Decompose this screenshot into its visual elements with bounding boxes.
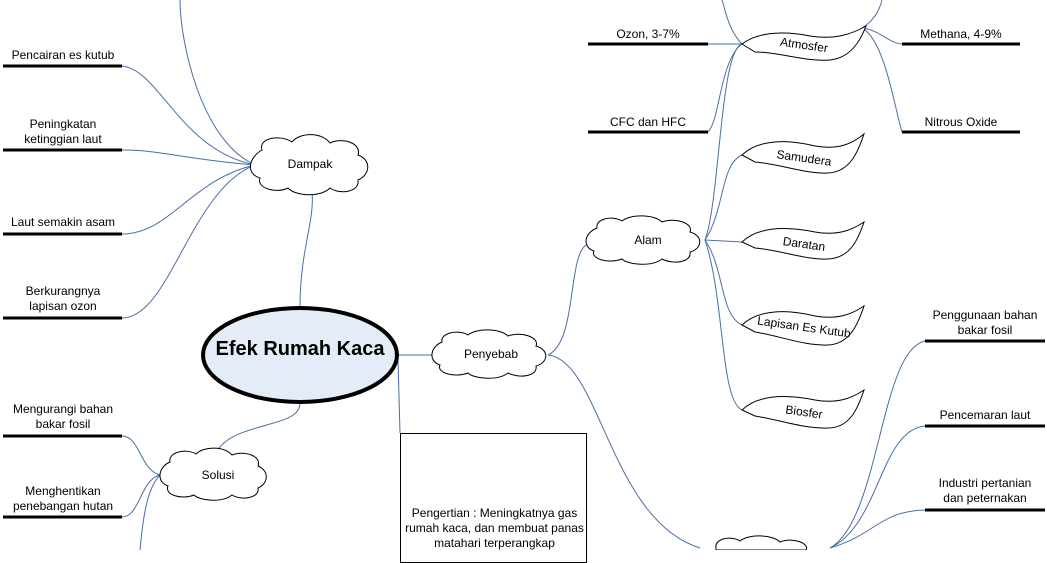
central-topic-ellipse (201, 306, 399, 404)
connector-alam-atmosfer (704, 43, 743, 241)
gas-item-label: Methana, 4-9% (920, 27, 1002, 41)
connector-alam-biosfer (704, 239, 743, 411)
connector-dampak-item-4 (121, 164, 256, 319)
alam-node-label: Alam (634, 233, 662, 247)
manusia-item-label: Pencemaran laut (939, 408, 1031, 422)
connector-penyebab-alam (547, 242, 593, 356)
connector-atmosfer-nitrous (861, 27, 903, 133)
connector-dampak-top (179, 0, 256, 166)
manusia-cloud-shape (715, 535, 808, 550)
dampak-node-label: Dampak (287, 157, 333, 171)
connector-alam-samudera (704, 154, 743, 241)
mind-map: Efek Rumah Kaca Dampak Solusi Penyebab A… (3, 0, 1045, 563)
connector-central-solusi (214, 402, 301, 456)
samudera-wave-shape (741, 132, 866, 174)
gas-item-label: Nitrous Oxide (924, 115, 998, 129)
definition-text: Pengertian : Meningkatnya gas rumah kaca… (405, 506, 584, 550)
penyebab-cloud-shape (431, 329, 547, 379)
biosfer-wave-shape (741, 388, 865, 429)
connector-dampak-item-1 (121, 65, 256, 166)
solusi-cloud-shape (159, 447, 267, 501)
central-topic-label: Efek Rumah Kaca (215, 338, 385, 360)
connector-atmosfer-cfc (707, 43, 743, 133)
connector-solusi-item-1 (121, 435, 161, 476)
definition-box: Pengertian : Meningkatnya gas rumah kaca… (400, 433, 587, 563)
connector-solusi-bottom (139, 474, 161, 550)
connector-alam-lapisan (704, 239, 743, 326)
connector-central-definition (397, 359, 401, 434)
gas-item-label: Ozon, 3-7% (616, 27, 680, 41)
connector-manusia-item-3 (829, 509, 926, 549)
connector-manusia-item-2 (829, 425, 926, 549)
penyebab-node-label: Penyebab (463, 347, 519, 361)
connector-central-dampak (299, 191, 313, 308)
daratan-wave-shape (741, 220, 865, 260)
manusia-item-label: Penggunaan bahan bakar fosil (932, 308, 1038, 337)
connector-dampak-item-3 (121, 164, 256, 235)
connector-layer (3, 0, 1045, 550)
lapisan-wave-shape (741, 304, 865, 346)
connector-penyebab-manusia (547, 354, 701, 549)
connector-alam-daratan (704, 239, 743, 243)
connector-atmosfer-top-right (861, 0, 883, 29)
dampak-item-label: Pencairan es kutub (11, 48, 115, 62)
connector-manusia-item-1 (829, 340, 926, 549)
manusia-item-label: Industri pertanian dan peternakan (938, 476, 1032, 505)
dampak-item-label: Peningkatan ketinggian laut (24, 117, 102, 146)
connector-atmosfer-top (721, 0, 743, 45)
dampak-item-label: Laut semakin asam (10, 215, 116, 229)
dampak-item-label: Berkurangnya lapisan ozon (25, 284, 101, 313)
alam-cloud-shape (585, 215, 701, 265)
solusi-item-label: Mengurangi bahan bakar fosil (12, 402, 114, 431)
connector-atmosfer-methana (861, 27, 903, 45)
solusi-node-label: Solusi (201, 468, 235, 482)
dampak-cloud-shape (250, 134, 369, 196)
connector-solusi-item-2 (121, 474, 161, 518)
gas-item-label: CFC dan HFC (609, 115, 686, 129)
solusi-item-label: Menghentikan penebangan hutan (12, 484, 114, 513)
connector-dampak-item-2 (121, 149, 256, 166)
atmosfer-wave-shape (741, 24, 867, 61)
